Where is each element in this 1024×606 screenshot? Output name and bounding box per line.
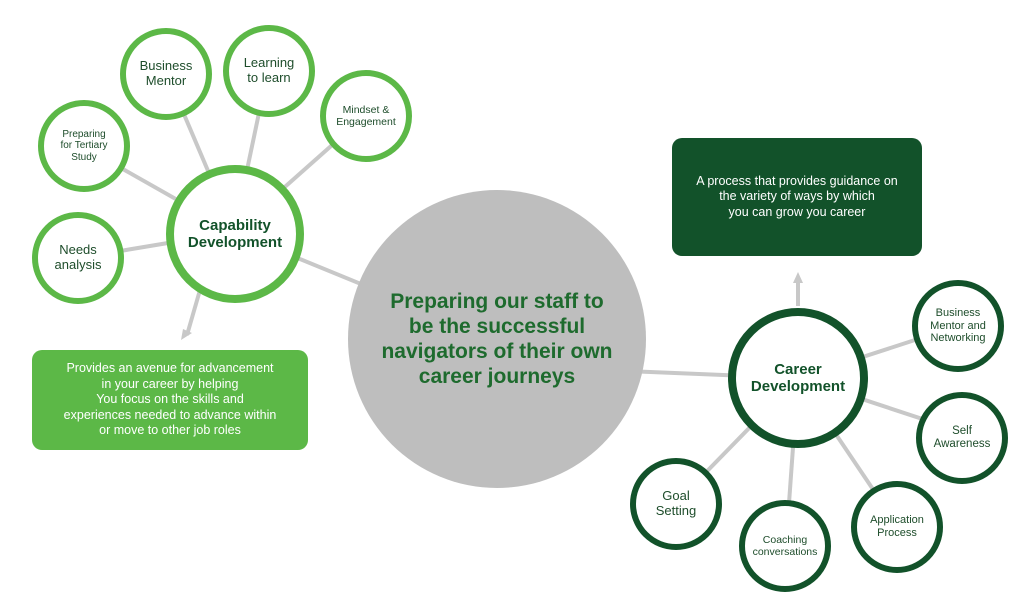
capability-description-text: Provides an avenue for advancement in yo… — [63, 360, 277, 438]
business-mentor-networking-node: Business Mentor and Networking — [912, 280, 1004, 372]
business-mentor-networking-label: Business Mentor and Networking — [930, 307, 986, 345]
capability-description-box: Provides an avenue for advancement in yo… — [32, 350, 308, 450]
learning-to-learn-label: Learning to learn — [243, 55, 295, 85]
goal-setting-label: Goal Setting — [655, 488, 697, 518]
business-mentor-label: Business Mentor — [139, 58, 193, 88]
arrow-head — [181, 329, 192, 340]
central-goal-text: Preparing our staff to be the successful… — [381, 289, 613, 389]
central-goal-circle: Preparing our staff to be the successful… — [348, 190, 646, 488]
needs-analysis-node: Needs analysis — [32, 212, 124, 304]
tertiary-study-node: Preparing for Tertiary Study — [38, 100, 130, 192]
coaching-conversations-node: Coaching conversations — [739, 500, 831, 592]
career-description-text: A process that provides guidance on the … — [696, 173, 898, 219]
learning-to-learn-node: Learning to learn — [223, 25, 315, 117]
career-hub-label: Career Development — [750, 360, 846, 395]
mindset-engagement-node: Mindset & Engagement — [320, 70, 412, 162]
career-development-hub: Career Development — [728, 308, 868, 448]
goal-setting-node: Goal Setting — [630, 458, 722, 550]
career-description-box: A process that provides guidance on the … — [672, 138, 922, 256]
needs-analysis-label: Needs analysis — [54, 242, 102, 272]
arrow-head — [793, 272, 803, 283]
application-process-label: Application Process — [870, 514, 924, 539]
capability-hub-label: Capability Development — [187, 216, 283, 251]
application-process-node: Application Process — [851, 481, 943, 573]
business-mentor-node: Business Mentor — [120, 28, 212, 120]
self-awareness-node: Self Awareness — [916, 392, 1008, 484]
mindset-engagement-label: Mindset & Engagement — [336, 103, 396, 128]
arrow-line — [185, 289, 202, 336]
coaching-conversations-label: Coaching conversations — [752, 533, 818, 558]
self-awareness-label: Self Awareness — [933, 424, 991, 450]
tertiary-study-label: Preparing for Tertiary Study — [60, 128, 108, 163]
capability-development-hub: Capability Development — [166, 165, 304, 303]
